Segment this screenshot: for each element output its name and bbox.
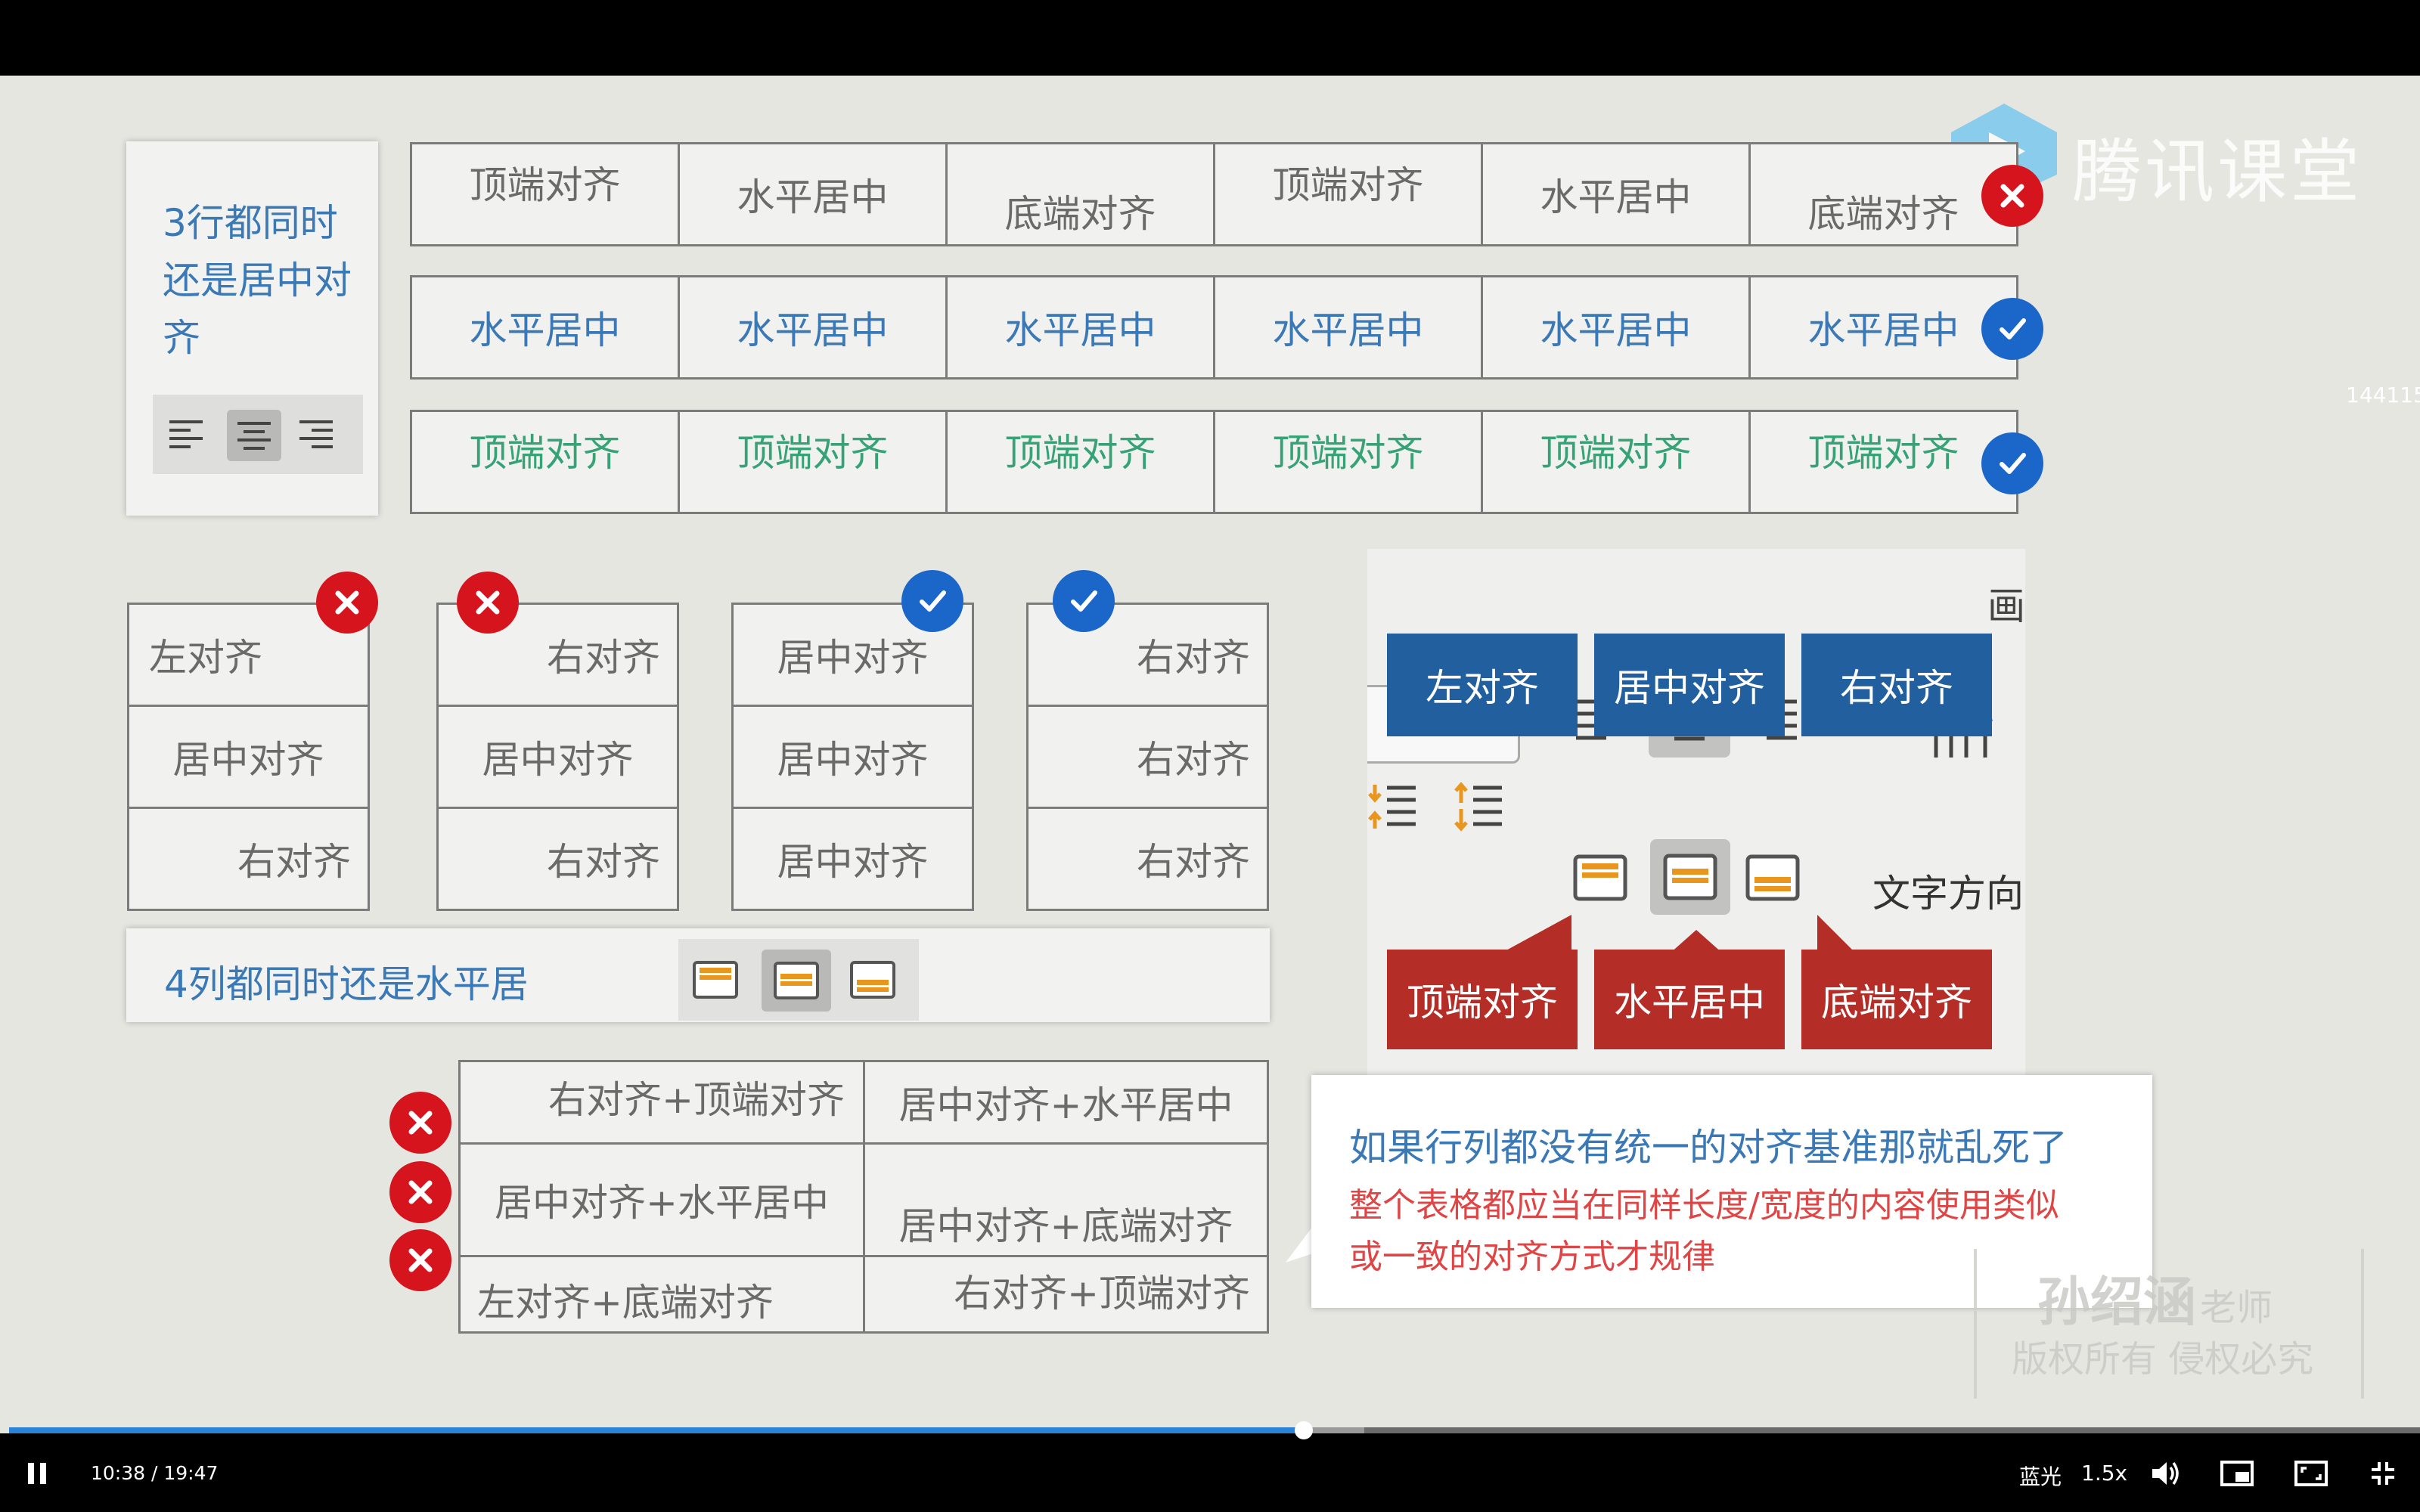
decrease-indent-icon[interactable] bbox=[1367, 782, 1416, 832]
ribbon-align-middle-icon[interactable] bbox=[1650, 839, 1730, 915]
ribbon-align-top-icon[interactable] bbox=[1573, 854, 1627, 901]
ribbon-screenshot: 画 A 文字方向 bbox=[1367, 549, 2025, 1080]
table-cell: 居中对齐 bbox=[127, 705, 370, 809]
table-cell: 水平居中 bbox=[1748, 275, 2018, 380]
align-bottom-icon[interactable] bbox=[849, 960, 896, 999]
table-cell: 顶端对齐 bbox=[410, 142, 680, 246]
row-alignment-panel: 3行都同时还是居中对齐 bbox=[126, 141, 378, 516]
video-player-controls: 10:38 / 19:47 蓝光 1.5x bbox=[0, 1421, 2420, 1512]
table-cell: 水平居中 bbox=[678, 142, 948, 246]
table-cell: 水平居中 bbox=[945, 275, 1215, 380]
table-cell: 顶端对齐 bbox=[1481, 410, 1751, 514]
table-cell: 居中对齐 bbox=[731, 807, 974, 911]
table-cell: 顶端对齐 bbox=[410, 410, 680, 514]
time-display: 10:38 / 19:47 bbox=[91, 1462, 219, 1484]
check-mark-icon bbox=[1981, 298, 2043, 360]
progress-scrubber[interactable] bbox=[1294, 1421, 1313, 1439]
ribbon-align-bottom-icon[interactable] bbox=[1745, 854, 1800, 901]
wrong-mark-icon bbox=[389, 1161, 451, 1223]
table-cell: 顶端对齐 bbox=[1213, 142, 1483, 246]
note-box: 如果行列都没有统一的对齐基准那就乱死了 整个表格都应当在同样长度/宽度的内容使用… bbox=[1311, 1075, 2152, 1308]
panel-title: 4列都同时还是水平居 bbox=[164, 962, 529, 1006]
wrong-mark-icon bbox=[1981, 165, 2043, 227]
table-cell: 右对齐 bbox=[127, 807, 370, 911]
table-cell: 右对齐+顶端对齐 bbox=[863, 1255, 1269, 1334]
column-table-3 bbox=[731, 603, 974, 909]
slide-canvas: 腾讯课堂 144115 3行都同时还是居中对齐 顶端对齐 水平居中 底端对齐 顶… bbox=[0, 76, 2420, 1433]
table-cell: 居中对齐+底端对齐 bbox=[863, 1142, 1269, 1257]
check-mark-icon bbox=[901, 570, 963, 632]
callout-align-left: 左对齐 bbox=[1387, 634, 1578, 736]
table-cell: 左对齐+底端对齐 bbox=[458, 1255, 865, 1334]
column-table-1 bbox=[127, 603, 370, 909]
align-middle-icon[interactable] bbox=[762, 950, 831, 1012]
note-body-line-1: 整个表格都应当在同样长度/宽度的内容使用类似 bbox=[1349, 1186, 2059, 1225]
valign-toolbar bbox=[678, 939, 919, 1021]
column-alignment-panel: 4列都同时还是水平居 bbox=[126, 928, 1270, 1022]
watermark-name: 孙绍涵 老师 bbox=[2037, 1271, 2273, 1333]
table-cell: 右对齐+顶端对齐 bbox=[458, 1060, 865, 1145]
table-cell: 底端对齐 bbox=[945, 142, 1215, 246]
table-cell: 居中对齐 bbox=[731, 705, 974, 809]
speed-button[interactable]: 1.5x bbox=[2081, 1461, 2128, 1486]
wrong-mark-icon bbox=[316, 572, 378, 634]
check-mark-icon bbox=[1053, 570, 1115, 632]
check-mark-icon bbox=[1981, 432, 2043, 494]
align-right-icon[interactable] bbox=[299, 417, 333, 451]
progress-track[interactable] bbox=[9, 1427, 2420, 1433]
pause-icon[interactable] bbox=[24, 1461, 50, 1486]
table-cell: 右对齐 bbox=[1026, 807, 1269, 911]
table-cell: 顶端对齐 bbox=[1748, 410, 2018, 514]
align-toolbar bbox=[153, 395, 363, 474]
wrong-mark-icon bbox=[457, 572, 519, 634]
logo-text: 腾讯课堂 bbox=[2072, 132, 2363, 212]
exit-fullscreen-icon[interactable] bbox=[2370, 1461, 2396, 1486]
callout-align-center: 居中对齐 bbox=[1594, 634, 1785, 736]
column-table-2 bbox=[436, 603, 679, 909]
note-title: 如果行列都没有统一的对齐基准那就乱死了 bbox=[1349, 1126, 2068, 1170]
table-cell: 居中对齐+水平居中 bbox=[458, 1142, 865, 1257]
watermark-copyright: 版权所有 侵权必究 bbox=[2012, 1338, 2314, 1380]
watermark: 孙绍涵 老师 版权所有 侵权必究 bbox=[1974, 1249, 2364, 1399]
side-counter: 144115 bbox=[2346, 383, 2420, 407]
table-cell: 顶端对齐 bbox=[1213, 410, 1483, 514]
table-cell: 顶端对齐 bbox=[678, 410, 948, 514]
web-fullscreen-icon[interactable] bbox=[2294, 1461, 2328, 1486]
panel-title: 3行都同时还是居中对齐 bbox=[163, 201, 352, 360]
table-cell: 底端对齐 bbox=[1748, 142, 2018, 246]
note-body-line-2: 或一致的对齐方式才规律 bbox=[1349, 1238, 1715, 1276]
text-direction-label: 文字方向 bbox=[1872, 872, 2024, 916]
callout-align-right: 右对齐 bbox=[1801, 634, 1992, 736]
wrong-mark-icon bbox=[389, 1092, 451, 1154]
top-black-bar bbox=[0, 0, 2420, 76]
table-cell: 顶端对齐 bbox=[945, 410, 1215, 514]
callout-align-middle: 水平居中 bbox=[1594, 950, 1785, 1049]
table-cell: 水平居中 bbox=[1481, 275, 1751, 380]
table-cell: 水平居中 bbox=[410, 275, 680, 380]
table-cell: 右对齐 bbox=[1026, 705, 1269, 809]
table-cell: 水平居中 bbox=[1481, 142, 1751, 246]
quality-button[interactable]: 蓝光 bbox=[2019, 1464, 2062, 1489]
table-cell: 居中对齐+水平居中 bbox=[863, 1060, 1269, 1145]
table-cell: 水平居中 bbox=[678, 275, 948, 380]
callout-align-top: 顶端对齐 bbox=[1387, 950, 1578, 1049]
table-cell: 居中对齐 bbox=[436, 705, 679, 809]
progress-played bbox=[9, 1427, 1304, 1433]
table-cell: 右对齐 bbox=[436, 807, 679, 911]
align-top-icon[interactable] bbox=[692, 960, 739, 999]
align-center-icon[interactable] bbox=[227, 410, 281, 461]
callout-align-bottom: 底端对齐 bbox=[1801, 950, 1992, 1049]
align-left-icon[interactable] bbox=[169, 417, 203, 451]
picture-in-picture-icon[interactable] bbox=[2220, 1461, 2254, 1486]
clipped-ribbon-text: 画 bbox=[1987, 584, 2025, 628]
wrong-mark-icon bbox=[389, 1229, 451, 1291]
column-table-4 bbox=[1026, 603, 1269, 909]
volume-icon[interactable] bbox=[2151, 1459, 2181, 1488]
table-cell: 水平居中 bbox=[1213, 275, 1483, 380]
increase-indent-icon[interactable] bbox=[1454, 782, 1502, 832]
